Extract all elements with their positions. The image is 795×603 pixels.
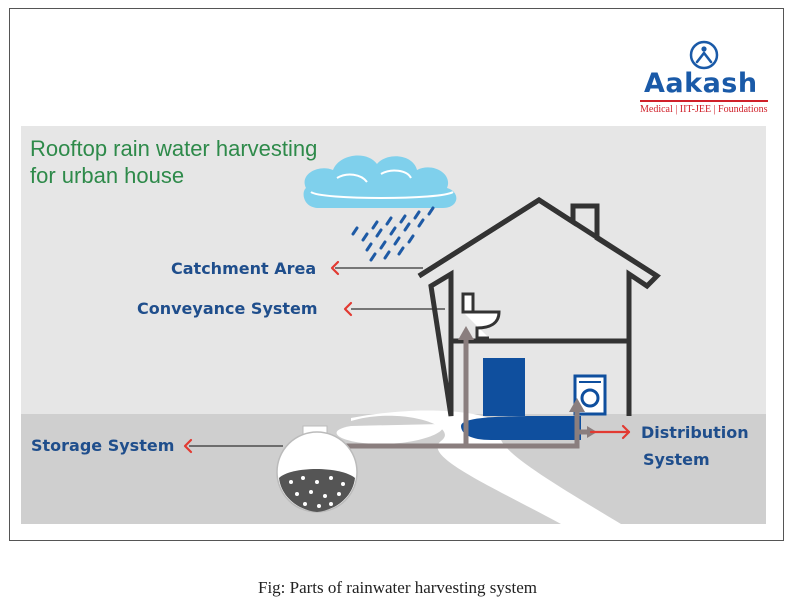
house-outline <box>417 197 661 417</box>
cloud-icon <box>303 155 457 208</box>
diagram-title-line1: Rooftop rain water harvesting <box>30 136 318 161</box>
logo-tagline: Medical | IIT-JEE | Foundations <box>640 104 768 115</box>
toilet-icon <box>461 292 501 340</box>
pipe-arrow-up <box>458 326 474 340</box>
aakash-logo: Aakash Medical | IIT-JEE | Foundations <box>636 40 768 120</box>
logo-divider <box>640 100 768 102</box>
label-distribution-system-line1: Distribution <box>641 423 749 442</box>
storage-tank <box>276 425 358 513</box>
label-storage-system: Storage System <box>31 436 175 455</box>
label-catchment-area: Catchment Area <box>171 259 317 278</box>
leader-lines <box>189 267 445 447</box>
rain-drops <box>351 206 435 262</box>
diagram-title-line2: for urban house <box>30 163 185 188</box>
aakash-person-icon <box>689 40 719 70</box>
label-distribution-system-line2: System <box>643 450 710 469</box>
driveway <box>351 410 621 524</box>
red-arrows <box>183 260 631 454</box>
logo-wordmark: Aakash <box>644 68 758 99</box>
pipe-arrow-up-2 <box>569 398 585 412</box>
figure-caption: Fig: Parts of rainwater harvesting syste… <box>257 578 538 597</box>
water-pool <box>461 416 581 440</box>
ground <box>21 414 766 524</box>
rainwater-diagram: Rooftop rain water harvesting for urban … <box>21 126 766 524</box>
label-conveyance-system: Conveyance System <box>137 299 318 318</box>
indoor-tank <box>483 358 525 416</box>
